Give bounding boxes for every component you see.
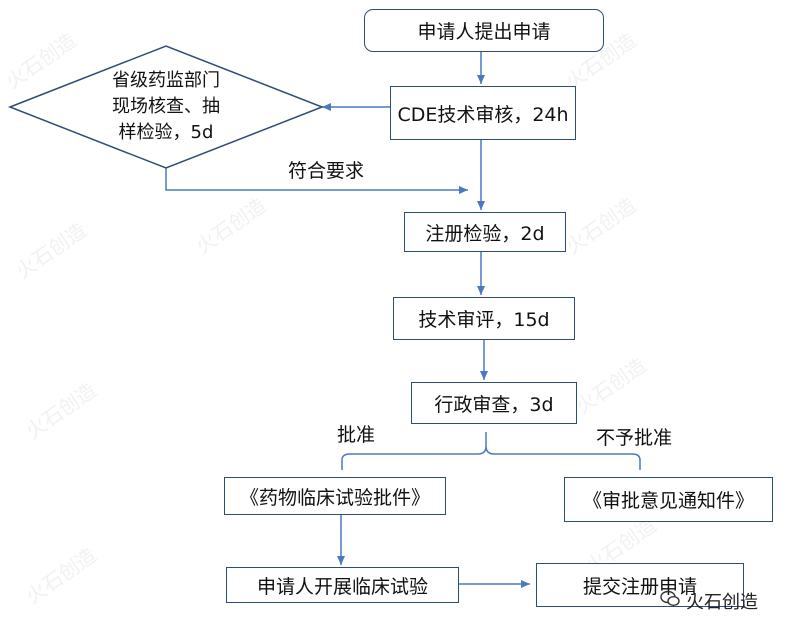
node-registration-test: 注册检验，2d [404, 212, 566, 252]
node-tech-evaluation: 技术审评，15d [393, 297, 575, 340]
provincial-check-diamond [7, 45, 325, 169]
node-rejection-doc: 《审批意见通知件》 [564, 477, 773, 522]
label-not-approve: 不予批准 [596, 427, 673, 449]
wechat-icon [660, 590, 680, 613]
node-apply: 申请人提出申请 [364, 9, 604, 52]
brand-text: 火石创造 [686, 592, 758, 613]
label-compliant: 符合要求 [288, 160, 365, 182]
provincial-line: 现场核查、抽 [112, 96, 220, 117]
provincial-line: 省级药监部门 [112, 70, 220, 91]
provincial-line: 样检验，5d [118, 122, 214, 143]
node-submit-registration: 提交注册申请 [536, 563, 744, 607]
label-approve: 批准 [337, 424, 376, 446]
decision-brace [341, 432, 641, 470]
arrow-provincial-compliant [165, 168, 468, 194]
node-start-trial: 申请人开展临床试验 [226, 567, 459, 603]
node-admin-review: 行政审查，3d [411, 382, 577, 424]
node-cde-review: CDE技术审核，24h [390, 86, 576, 140]
brand-tag: 火石创造 [660, 588, 758, 614]
node-approval-doc: 《药物临床试验批件》 [224, 477, 446, 515]
node-provincial-check: 省级药监部门 现场核查、抽 样检验，5d [86, 68, 246, 146]
